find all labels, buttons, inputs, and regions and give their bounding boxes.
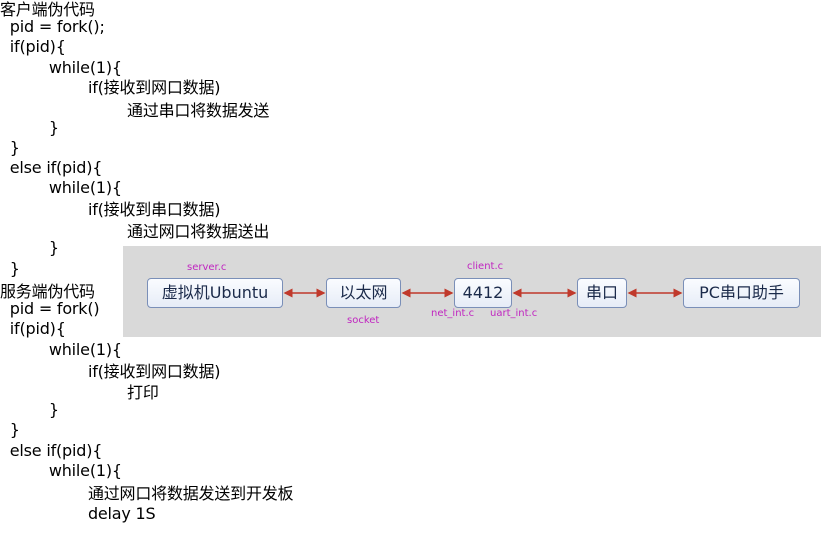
code-line: while(1){ bbox=[0, 58, 122, 77]
code-line: while(1){ bbox=[0, 340, 122, 359]
code-line: if(pid){ bbox=[0, 319, 66, 338]
node-4412-board: 4412 bbox=[454, 278, 512, 308]
code-line: 客户端伪代码 bbox=[0, 0, 95, 19]
code-line: while(1){ bbox=[0, 461, 122, 480]
node-ethernet: 以太网 bbox=[326, 278, 401, 308]
code-line: pid = fork(); bbox=[0, 17, 105, 36]
label-uart-int-c: uart_int.c bbox=[490, 308, 538, 319]
code-line: } bbox=[0, 238, 59, 257]
code-line: 通过串口将数据发送 bbox=[0, 101, 270, 120]
communication-diagram: 虚拟机Ubuntu 以太网 4412 串口 PC串口助手 server.c so… bbox=[123, 246, 821, 337]
code-line: if(接收到串口数据) bbox=[0, 200, 221, 219]
label-client-c: client.c bbox=[467, 261, 504, 272]
code-line: 服务端伪代码 bbox=[0, 282, 95, 301]
code-line: else if(pid){ bbox=[0, 441, 103, 460]
node-ubuntu-vm: 虚拟机Ubuntu bbox=[147, 278, 283, 308]
code-line: delay 1S bbox=[0, 504, 156, 523]
code-line: if(接收到网口数据) bbox=[0, 362, 221, 381]
label-socket: socket bbox=[347, 315, 380, 326]
code-line: } bbox=[0, 420, 20, 439]
code-line: else if(pid){ bbox=[0, 158, 103, 177]
code-line: } bbox=[0, 118, 59, 137]
label-net-int-c: net_int.c bbox=[431, 308, 475, 319]
code-line: pid = fork() bbox=[0, 299, 100, 318]
node-uart: 串口 bbox=[577, 278, 627, 308]
code-line: 打印 bbox=[0, 383, 159, 402]
code-line: 通过网口将数据发送到开发板 bbox=[0, 484, 294, 503]
code-line: if(pid){ bbox=[0, 37, 66, 56]
code-line: if(接收到网口数据) bbox=[0, 78, 221, 97]
connection-arrows bbox=[283, 288, 683, 298]
label-server-c: server.c bbox=[187, 262, 227, 273]
node-pc-serial-assistant: PC串口助手 bbox=[683, 278, 800, 308]
code-line: } bbox=[0, 400, 59, 419]
code-line: 通过网口将数据送出 bbox=[0, 222, 270, 241]
code-line: } bbox=[0, 138, 20, 157]
code-line: while(1){ bbox=[0, 178, 122, 197]
code-line: } bbox=[0, 259, 20, 278]
